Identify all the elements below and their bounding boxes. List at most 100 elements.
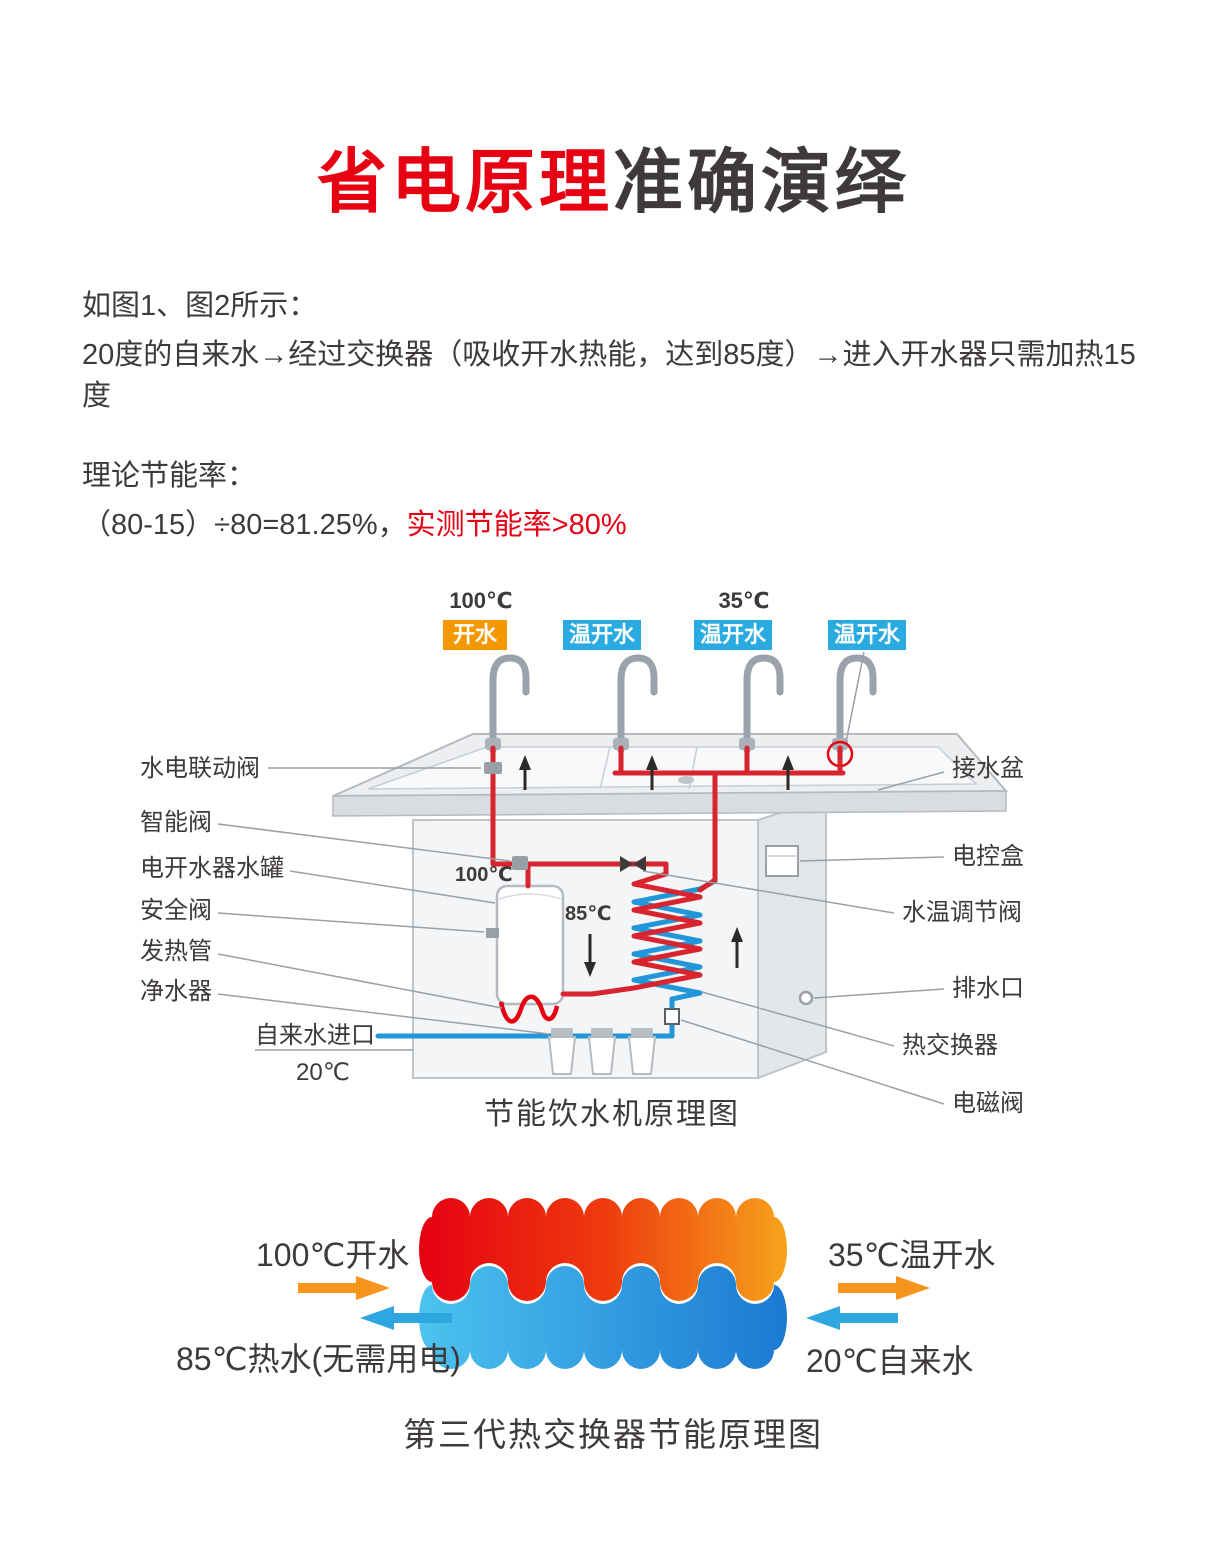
intro-line-2: 20度的自来水→经过交换器（吸收开水热能，达到85度）→进入开水器只需加热15度 (82, 339, 1136, 413)
basin (367, 746, 978, 790)
up-arrow-icon (731, 927, 743, 942)
temp-label-warm: 35℃ (718, 588, 769, 613)
title-rest: 准确演绎 (613, 143, 909, 221)
dispenser-diagram: 100℃ 35℃ 开水 温开水 温开水 温开水 100℃ 85℃ 水电联动阀 智… (0, 568, 1226, 1153)
boiling-feed-pipe (490, 745, 669, 867)
faucet-base (832, 738, 848, 750)
leader-lines (217, 651, 945, 1105)
diagram-label: 发热管 (140, 938, 212, 965)
temp-label-boiling: 100℃ (449, 588, 512, 613)
leader (799, 856, 945, 862)
orange-arrow-right-icon (298, 1276, 390, 1305)
title-highlight: 省电原理 (317, 143, 613, 221)
exchanger-caption: 第三代热交换器节能原理图 (403, 1416, 823, 1453)
heat-exchanger-graphic (419, 1198, 787, 1369)
diagram-label: 净水器 (140, 978, 212, 1005)
tap-badge-label: 温开水 (834, 622, 901, 647)
down-arrow-icon (584, 962, 596, 977)
formula-highlight: 实测节能率>80% (406, 508, 627, 541)
diagram-label: 水温调节阀 (902, 899, 1022, 926)
filter-cartridge (547, 1036, 577, 1075)
exchanger-label-cold-in: 20℃自来水 (806, 1343, 974, 1379)
diagram-label: 排水口 (952, 975, 1024, 1002)
cabinet-front (412, 819, 759, 1079)
rate-title: 理论节能率： (82, 459, 257, 492)
dispenser-svg: 100℃ 35℃ 开水 温开水 温开水 温开水 100℃ 85℃ 水电联动阀 智… (140, 588, 1024, 1131)
leader (701, 991, 895, 1047)
up-arrow-icon (523, 768, 790, 968)
leader (642, 870, 895, 914)
tap-badge-bg (563, 620, 641, 650)
cold-band (419, 1266, 787, 1369)
up-arrow-icon (519, 755, 531, 770)
diagram-label: 电开水器水罐 (140, 855, 284, 882)
leader (217, 912, 485, 933)
temperature-adjust-valve-icon (620, 856, 646, 872)
inlet-pipe (375, 1021, 675, 1039)
diagram-label: 水电联动阀 (140, 755, 260, 782)
valve-triangle (620, 856, 633, 872)
faucet-base (613, 738, 629, 750)
faucet-base (739, 738, 755, 750)
faucet-base (485, 738, 501, 750)
faucets (489, 654, 877, 754)
counter-sink (332, 733, 1009, 817)
faucet-bases (485, 738, 848, 750)
rate-formula: （80-15）÷80=81.25%，实测节能率>80% (82, 505, 1162, 546)
solenoid-valve (664, 1008, 680, 1025)
exchanger-label-warm-out: 35℃温开水 (828, 1237, 996, 1273)
blue-arrow-left-icon (806, 1306, 898, 1335)
filter-cap (551, 1028, 573, 1037)
leader (289, 870, 496, 904)
orange-arrow-right-icon (838, 1276, 930, 1305)
drain-outlet (798, 990, 814, 1006)
smart-valve (512, 856, 528, 870)
counter-rim (332, 790, 1007, 817)
tap-badges: 开水 温开水 温开水 温开水 (443, 620, 906, 650)
dispenser-caption: 节能饮水机原理图 (484, 1098, 740, 1131)
heating-element (498, 994, 560, 1024)
leader (217, 953, 503, 1009)
diagram-label: 接水盆 (952, 755, 1024, 782)
basin-drain (678, 776, 694, 784)
exchanger-label-hot-out: 85℃热水(无需用电) (176, 1341, 461, 1377)
faucet-boiling (489, 654, 530, 754)
diagram-label: 智能阀 (140, 809, 212, 836)
tap-badge-label: 开水 (453, 622, 498, 647)
leader (217, 823, 511, 862)
intro-line-1: 如图1、图2所示： (82, 290, 318, 322)
leader (813, 988, 945, 999)
right-labels: 接水盆 电控盒 水温调节阀 排水口 热交换器 电磁阀 (902, 755, 1024, 1117)
inlet-temp-label: 20℃ (296, 1059, 350, 1086)
arrow-heads (519, 755, 794, 977)
tap-badge-bg (694, 620, 772, 650)
filter-cartridge (627, 1036, 657, 1075)
tap-badge-label: 温开水 (569, 622, 636, 647)
tank-temp-label: 100℃ (455, 864, 513, 886)
blue-arrow-left-icon (360, 1306, 452, 1335)
diagram-label: 安全阀 (140, 897, 212, 924)
left-labels: 水电联动阀 智能阀 电开水器水罐 安全阀 发热管 净水器 自来水进口 20℃ (140, 755, 375, 1086)
filter-cap (591, 1028, 613, 1037)
leader (845, 651, 865, 743)
up-arrow-icon (782, 755, 794, 770)
coil-cold-pipe (631, 878, 718, 1012)
inlet-label: 自来水进口 (255, 1022, 375, 1049)
faucet-warm (617, 654, 658, 754)
control-box (765, 845, 799, 877)
tap-badge-bg (443, 620, 507, 650)
water-filters (547, 1028, 657, 1075)
filter-cartridge (587, 1036, 617, 1075)
faucet-warm (836, 654, 877, 754)
cabinet-side (757, 796, 827, 1080)
formula-black: （80-15）÷80=81.25%， (82, 508, 407, 541)
mid-temp-label: 85℃ (565, 903, 611, 925)
safety-valve (486, 928, 499, 938)
coil-hot-pipe (560, 861, 703, 997)
up-arrow-icon (646, 755, 658, 770)
flow-arrows (519, 755, 794, 977)
basin-divider (599, 746, 611, 790)
warm-downfeed (697, 770, 718, 893)
leader (217, 993, 550, 1035)
